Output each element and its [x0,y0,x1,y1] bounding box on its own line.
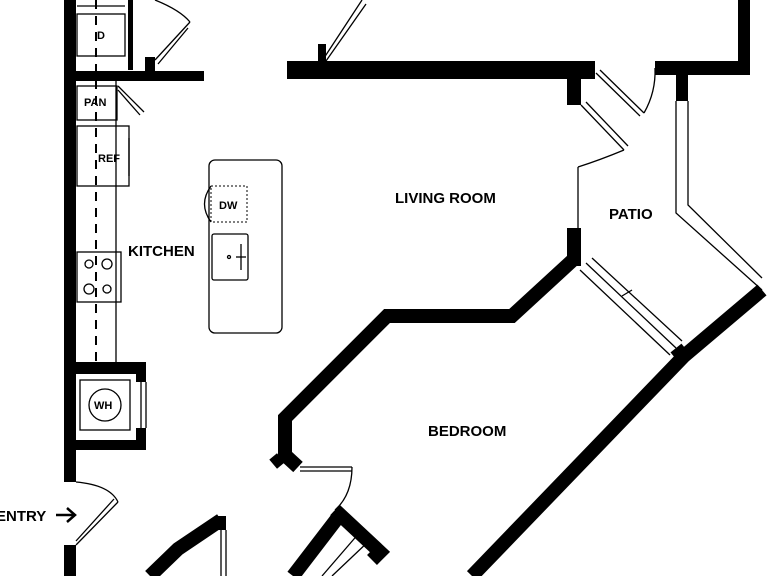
wh-closet-top [64,362,146,374]
patio-door-leaf [580,104,625,151]
pantry-door-leaf [117,85,145,113]
bedroom-door-arc [334,466,353,511]
right-arrow-icon [56,507,77,523]
entry-door-arc [75,481,119,503]
burner-2 [101,258,113,270]
patio-right-glass-outer [675,101,763,291]
patio-door-leaf-b [585,101,629,147]
patio-ext-door-leaf [595,72,641,117]
living-top-wall [287,61,595,79]
top-door-leaf [321,0,363,62]
bath-wall-right [330,504,391,565]
bedroom-label: BEDROOM [428,423,506,440]
water-heater-label: WH [94,400,112,412]
patio-ext-door-arc [643,67,656,114]
diagonal-exterior-wall [466,284,767,576]
patio-top-wall-right [655,61,748,75]
wh-closet-bottom [64,440,146,450]
bedroom-slider-glass-b [579,269,671,356]
wh-closet-right-upper [136,362,146,382]
top-door-jamb [318,44,326,62]
refrigerator-label: REF [98,153,120,165]
laundry-door-leaf-b [157,27,189,65]
laundry-inner-wall [128,0,133,70]
slider-mullion [621,289,633,297]
corner-stub [269,453,285,469]
bath-wall-mid [287,511,345,576]
pantry-box [76,85,118,121]
kitchen-island [208,159,283,334]
wh-closet-right-lower [136,428,146,448]
doors [75,0,656,576]
island-sink [211,233,249,281]
bath-wall-small [216,516,226,530]
left-exterior-wall [64,0,76,482]
dishwasher-box [210,185,248,223]
burner-3 [83,283,95,295]
entry-door-leaf-b [75,498,115,542]
patio-door-arc [577,149,625,168]
patio-ext-door-leaf-b [599,69,645,114]
bath-wall-left [145,514,225,576]
windows [321,101,763,576]
bath-slider-b [331,539,371,576]
burner-1 [84,259,94,269]
pantry-door-leaf-b [117,89,141,116]
living-room-label: LIVING ROOM [395,190,496,207]
bedroom-slider-glass-a [585,262,677,349]
pantry-label: PAN [84,97,106,109]
wh-circle [88,388,122,422]
left-exterior-wall-lower [64,545,76,576]
dishwasher-swing [203,185,212,223]
patio-label: PATIO [609,206,653,223]
bedroom-slider-glass-c [591,257,683,342]
laundry-door-arc [154,0,191,23]
entry-door-leaf [75,501,119,546]
top-door-leaf-b [325,3,367,62]
sink-drain [226,254,232,260]
dryer-label: D [97,30,105,42]
patio-right-stub [676,61,688,101]
walls [64,0,750,576]
right-upper-wall [738,0,750,75]
dishwasher-label: DW [219,200,238,212]
burner-4 [102,284,112,294]
patio-right-glass-inner [687,101,763,279]
dryer-box [76,13,126,57]
entry-label: ENTRY [0,508,46,525]
bath-slider-a [321,531,361,576]
patio-door-stub-left [567,61,581,105]
laundry-bottom-wall [76,71,204,81]
kitchen-label: KITCHEN [128,243,195,260]
range-box [76,251,122,303]
bedroom-wall [278,253,579,473]
laundry-wall-stub [145,57,155,77]
laundry-door-leaf [154,21,191,61]
kitchen-fixtures [76,0,283,431]
wh-box [79,379,131,431]
